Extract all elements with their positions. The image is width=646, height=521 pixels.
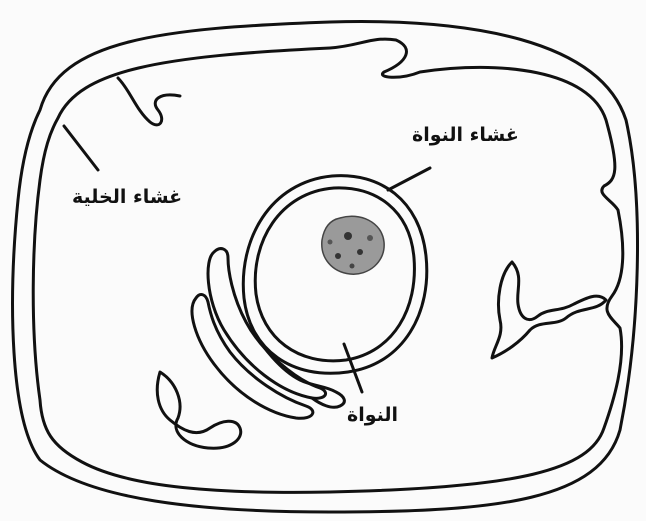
cell-wall-outer — [13, 22, 638, 512]
membrane-fold-right — [492, 262, 606, 358]
nuclear-membrane-outer — [243, 176, 427, 374]
label-cell-membrane: غشاء الخلية — [72, 186, 182, 208]
er-fold-2 — [192, 295, 313, 419]
membrane-fold-top — [118, 78, 180, 125]
label-nucleus: النواة — [347, 404, 398, 426]
er-fold-lower — [157, 372, 241, 448]
label-nuclear-membrane: غشاء النواة — [412, 124, 519, 146]
pointer-cell-membrane — [64, 126, 98, 170]
cell-membrane-inner — [33, 39, 623, 492]
pointer-nucleus — [344, 344, 362, 392]
nucleolus — [322, 216, 384, 274]
nuclear-membrane-inner — [255, 188, 414, 361]
pointer-nuclear-membrane — [388, 168, 430, 190]
